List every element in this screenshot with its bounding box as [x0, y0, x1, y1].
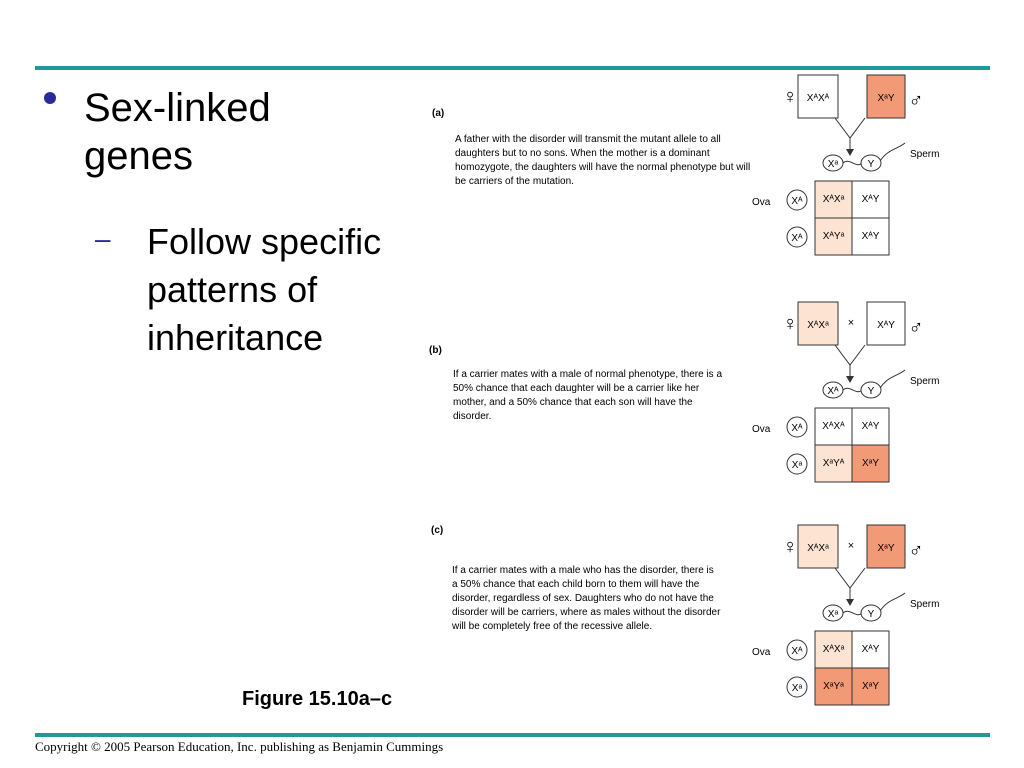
- panel-b-sperm-2-label: Y: [868, 386, 875, 397]
- panel-b-sperm-link: [842, 387, 863, 393]
- panel-b-sperm-tail: [879, 369, 906, 389]
- panel-c-cell-0-0-label: XᴬXᵃ: [823, 644, 845, 655]
- panel-a-sperm-1-label: Xᵃ: [828, 159, 839, 170]
- figure-caption: Figure 15.10a–c: [242, 688, 393, 710]
- panel-c-sperm-2: [860, 604, 882, 622]
- bottom-rule: [35, 733, 990, 737]
- panel-c-cross-sign: ×: [848, 540, 854, 552]
- panel-a-ova-label: Ova: [752, 197, 771, 208]
- panel-a-arrow-arms: [834, 117, 866, 139]
- panel-a-cell-1-1: [851, 217, 890, 256]
- panel-a-cell-0-0-label: XᴬXᵃ: [823, 194, 845, 205]
- panel-b-sperm-label: Sperm: [910, 376, 939, 387]
- panel-b-ovum-1: [786, 416, 808, 438]
- panel-c-father-box: [866, 524, 906, 569]
- panel-c-description: If a carrier mates with a male who has t…: [452, 565, 721, 632]
- panel-b-cell-0-1: [851, 407, 890, 446]
- panel-b-sperm-1-label: Xᴬ: [827, 386, 839, 397]
- panel-c-mother-box: [797, 524, 839, 569]
- panel-c-cell-0-0: [814, 630, 853, 669]
- top-rule: [35, 66, 990, 70]
- panel-a-father-box: [866, 74, 906, 119]
- panel-b-father-box: [866, 301, 906, 346]
- panel-a-ovum-2-label: Xᴬ: [791, 233, 803, 244]
- copyright: Copyright © 2005 Pearson Education, Inc.…: [35, 739, 444, 754]
- panel-a-cell-1-1-label: XᴬY: [862, 231, 880, 242]
- panel-c-sperm-1: [822, 604, 844, 622]
- panel-c-ovum-2: [786, 676, 808, 698]
- panel-c-label: (c): [431, 525, 444, 536]
- panel-a-sperm-link: [842, 160, 863, 166]
- panel-b-cell-0-0: [814, 407, 853, 446]
- sub-bullet-text: Follow specific patterns of inheritance: [147, 221, 382, 358]
- panel-b-cross-sign: ×: [848, 317, 854, 329]
- panel-b-cell-0-0-label: XᴬXᴬ: [822, 421, 845, 432]
- panel-c-cell-1-0-label: XᵃYᵃ: [823, 681, 844, 692]
- panel-a-male-symbol: ♂: [909, 90, 924, 112]
- panel-b-sperm-2: [860, 381, 882, 399]
- panel-a-cell-1-0: [814, 217, 853, 256]
- panel-c-cell-1-1-label: XᵃY: [862, 681, 879, 692]
- panel-c-arrow-head: [846, 599, 854, 606]
- panel-a-cell-1-0-label: XᴬYᵃ: [823, 231, 845, 242]
- panel-b-father-genotype: XᴬY: [877, 320, 895, 331]
- panel-a-label: (a): [432, 108, 445, 119]
- panel-b-female-symbol: ♀: [783, 313, 798, 335]
- panel-a-female-symbol: ♀: [783, 86, 798, 108]
- panel-b-mother-box: [797, 301, 839, 346]
- panel-a-cell-0-1: [851, 180, 890, 219]
- panel-b-description: If a carrier mates with a male of normal…: [453, 369, 723, 422]
- panel-c-cell-1-1: [851, 667, 890, 706]
- panel-b-male-symbol: ♂: [909, 317, 924, 339]
- panel-b-arrow-arms: [834, 344, 866, 366]
- panel-a-ovum-2: [786, 226, 808, 248]
- panel-b-arrow-head: [846, 376, 854, 383]
- panel-c-female-symbol: ♀: [783, 536, 798, 558]
- panel-c-mother-genotype: XᴬXᵃ: [807, 543, 829, 554]
- panel-a-father-genotype: XᵃY: [877, 93, 894, 104]
- panel-a-description: A father with the disorder will transmit…: [455, 134, 751, 187]
- panel-c-sperm-label: Sperm: [910, 599, 939, 610]
- panel-c-ovum-1-label: Xᴬ: [791, 646, 803, 657]
- panel-b-cell-1-1-label: XᵃY: [862, 458, 879, 469]
- panel-c-ovum-1: [786, 639, 808, 661]
- panel-c-sperm-link: [842, 610, 863, 616]
- panel-a-sperm-1: [822, 154, 844, 172]
- panel-b-cell-1-0: [814, 444, 853, 483]
- panel-b-ovum-1-label: Xᴬ: [791, 423, 803, 434]
- panel-b-sperm-1: [822, 381, 844, 399]
- panel-a-sperm-label: Sperm: [910, 149, 939, 160]
- panel-b-label: (b): [429, 345, 442, 356]
- panel-c-arrow-arms: [834, 567, 866, 589]
- panel-a-sperm-2: [860, 154, 882, 172]
- panel-c-male-symbol: ♂: [909, 540, 924, 562]
- panel-c-cell-0-1-label: XᴬY: [862, 644, 880, 655]
- panel-c-ova-label: Ova: [752, 647, 771, 658]
- panel-a-cell-0-1-label: XᴬY: [862, 194, 880, 205]
- panel-b-cell-1-0-label: XᵃYᴬ: [823, 458, 845, 469]
- panel-b-mother-genotype: XᴬXᵃ: [807, 320, 829, 331]
- panel-a-arrow-head: [846, 149, 854, 156]
- panel-b-cell-0-1-label: XᴬY: [862, 421, 880, 432]
- panel-c-father-genotype: XᵃY: [877, 543, 894, 554]
- panel-c-sperm-1-label: Xᵃ: [828, 609, 839, 620]
- bullet-text: Sex-linked genes: [84, 86, 271, 178]
- panel-c-sperm-2-label: Y: [868, 609, 875, 620]
- bullet-dot: [44, 92, 56, 104]
- panel-c-cell-1-0: [814, 667, 853, 706]
- sub-bullet-dash: –: [95, 223, 111, 254]
- panel-b-ova-label: Ova: [752, 424, 771, 435]
- panel-a-ovum-1: [786, 189, 808, 211]
- panel-a-mother-box: [797, 74, 839, 119]
- panel-c-sperm-tail: [879, 592, 906, 612]
- panel-a-sperm-tail: [879, 142, 906, 162]
- panel-c-ovum-2-label: Xᵃ: [792, 683, 803, 694]
- panel-a-mother-genotype: XᴬXᴬ: [807, 93, 830, 104]
- panel-b-ovum-2: [786, 453, 808, 475]
- panel-b-ovum-2-label: Xᵃ: [792, 460, 803, 471]
- panel-a-sperm-2-label: Y: [868, 159, 875, 170]
- panel-b-cell-1-1: [851, 444, 890, 483]
- panel-a-ovum-1-label: Xᴬ: [791, 196, 803, 207]
